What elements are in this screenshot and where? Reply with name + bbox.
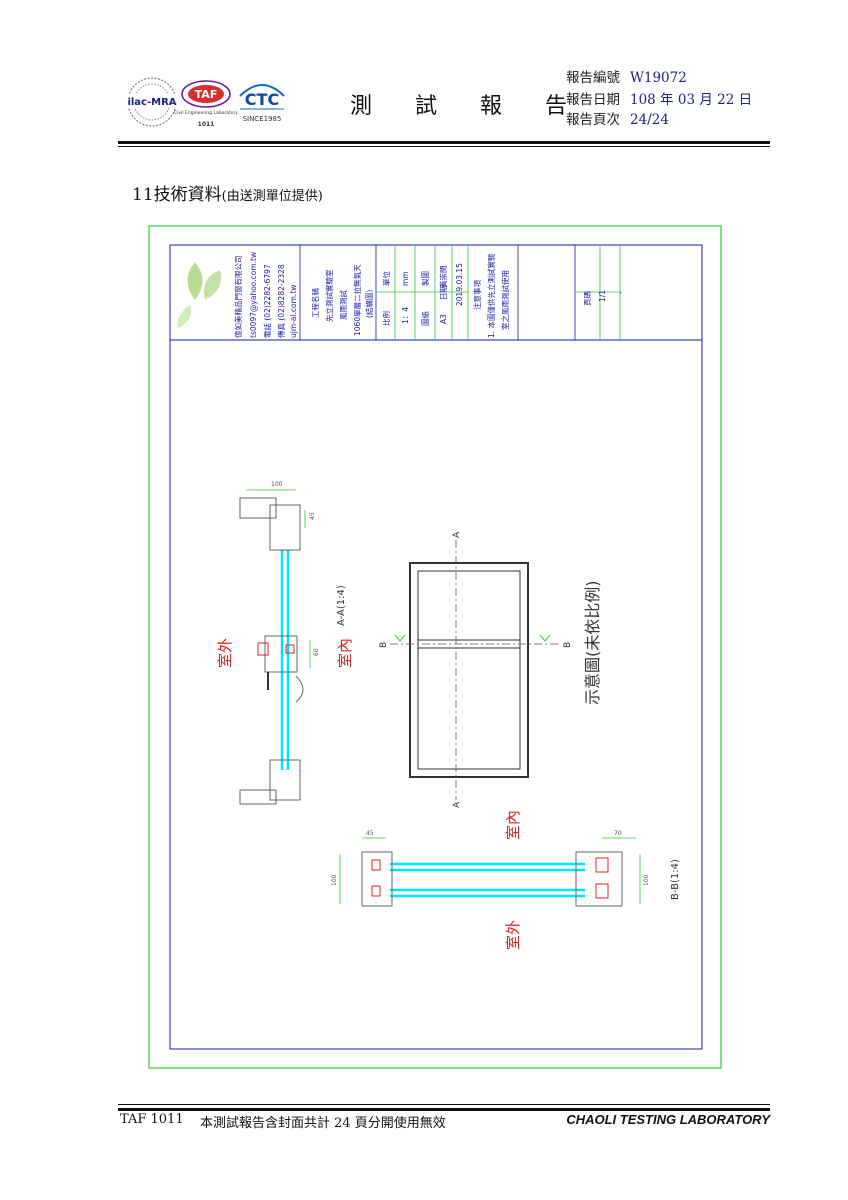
project-line-4: (結構圖) bbox=[364, 290, 374, 318]
dim-45-bb: 45 bbox=[366, 830, 374, 837]
report-title: 測 試 報 告 bbox=[350, 94, 585, 119]
bb-indoor-label: 室內 bbox=[504, 810, 522, 840]
project-line-1: 先立測試實驗室 bbox=[324, 269, 334, 322]
report-date-row: 報告日期 108 年 03 月 22 日 bbox=[566, 88, 752, 108]
company-leaf-logo bbox=[177, 262, 221, 328]
bb-label: B-B(1:4) bbox=[670, 859, 681, 900]
svg-text:TAF: TAF bbox=[195, 88, 218, 101]
diagram-caption: 示意圖(未依比例) bbox=[583, 581, 602, 706]
drawing-outer-frame bbox=[148, 225, 722, 1069]
report-number-row: 報告編號 W19072 bbox=[566, 66, 687, 86]
paper-label: 圖紙 bbox=[420, 311, 430, 326]
svg-text:CTC: CTC bbox=[245, 90, 279, 109]
notes-label: 注意事項 bbox=[472, 280, 482, 310]
svg-text:1011: 1011 bbox=[198, 121, 215, 128]
mark-b-right: B bbox=[563, 642, 573, 648]
footer-notice: 本測試報告含封面共計 24 頁分開使用無效 bbox=[200, 1116, 446, 1131]
ilac-mra-logo: ilac-MRA bbox=[126, 77, 178, 127]
scale-value: 1：4 bbox=[401, 307, 410, 324]
dim-70: 70 bbox=[614, 830, 622, 837]
title-block bbox=[299, 245, 621, 340]
mark-a-top: A bbox=[452, 531, 462, 538]
aa-outdoor-label: 室外 bbox=[216, 638, 234, 668]
svg-text:ilac-MRA: ilac-MRA bbox=[127, 97, 176, 108]
notes-line-1: 1. 本圖僅供先立測試實驗 bbox=[486, 253, 496, 338]
header-rule-thick bbox=[118, 141, 770, 144]
footer-lab-name: CHAOLI TESTING LABORATORY bbox=[566, 1112, 770, 1127]
report-number-label: 報告編號 bbox=[566, 70, 620, 86]
unit-value: mm bbox=[401, 271, 410, 286]
project-line-2: 風雨測試 bbox=[338, 290, 348, 320]
date-label: 日期 bbox=[439, 285, 448, 300]
footer-code: TAF 1011 bbox=[120, 1112, 184, 1127]
window-elevation: A A B B 示意圖(未依比例) bbox=[379, 531, 602, 808]
drawer-label: 製圖 bbox=[420, 271, 430, 286]
notes-line-2: 室之風雨測試使用 bbox=[500, 270, 510, 330]
report-date: 108 年 03 月 22 日 bbox=[630, 92, 753, 108]
dim-100-left: 100 bbox=[331, 874, 338, 886]
dim-100: 100 bbox=[271, 481, 283, 488]
mark-a-bottom: A bbox=[452, 801, 462, 808]
svg-text:SINCE1985: SINCE1985 bbox=[243, 115, 282, 123]
ctc-logo: CTC SINCE1985 bbox=[239, 84, 285, 123]
unit-label: 單位 bbox=[381, 271, 391, 286]
header-rule-thin bbox=[118, 146, 770, 147]
scale-label: 比例 bbox=[381, 311, 391, 326]
drawer-name: 黃崇閔 bbox=[438, 266, 448, 289]
aa-label: A-A(1:4) bbox=[336, 585, 347, 626]
report-number: W19072 bbox=[630, 70, 687, 86]
footer-rule-thin bbox=[118, 1104, 770, 1105]
company-email: ts0097@yahoo.com.tw bbox=[249, 252, 258, 338]
mark-b-left: B bbox=[379, 642, 389, 648]
aa-indoor-label: 室內 bbox=[336, 638, 354, 668]
date-value: 2019.03.15 bbox=[455, 263, 464, 306]
page-value: 1/1 bbox=[598, 290, 607, 302]
dim-60: 60 bbox=[313, 648, 320, 656]
dim-100-right: 100 bbox=[643, 874, 650, 886]
paper-value: A3 bbox=[439, 314, 448, 324]
drawing-inner-frame bbox=[169, 244, 703, 1050]
report-page: 24/24 bbox=[630, 112, 669, 128]
certification-logos: ilac-MRA TAF Civil Engineering Laborator… bbox=[126, 77, 285, 128]
footer-rule-thick bbox=[118, 1108, 770, 1111]
project-label: 工程名稱 bbox=[310, 288, 320, 318]
company-web: ujm-al.com.tw bbox=[289, 285, 298, 338]
dim-45: 45 bbox=[309, 512, 316, 520]
taf-logo: TAF Civil Engineering Laboratory 1011 bbox=[174, 80, 238, 128]
report-date-label: 報告日期 bbox=[566, 92, 620, 108]
dash-value: - bbox=[616, 291, 625, 294]
company-fax: 傳真 (02)8282-2328 bbox=[276, 264, 286, 338]
logo-group: ilac-MRA TAF Civil Engineering Laborator… bbox=[122, 74, 292, 132]
section-bb: 45 70 100 100 B-B(1:4) 室內 室外 bbox=[331, 810, 681, 950]
section-title: 11技術資料 bbox=[132, 185, 222, 205]
company-tel: 電話 (02)2282-6797 bbox=[262, 264, 272, 338]
section-aa: 100 45 60 A-A(1:4) 室外 室內 bbox=[216, 481, 354, 805]
company-name: 億如美精品門窗有限公司 bbox=[233, 256, 243, 339]
svg-text:Civil Engineering Laboratory: Civil Engineering Laboratory bbox=[174, 110, 238, 116]
project-line-3: 1060單層二拉無氣天 bbox=[352, 264, 362, 336]
report-page-label: 報告頁次 bbox=[566, 112, 620, 128]
section-heading: 11技術資料(由送測單位提供) bbox=[132, 180, 323, 205]
section-note: (由送測單位提供) bbox=[221, 189, 323, 204]
report-page-row: 報告頁次 24/24 bbox=[566, 108, 669, 128]
bb-outdoor-label: 室外 bbox=[504, 920, 522, 950]
page-label: 頁碼 bbox=[583, 291, 592, 306]
